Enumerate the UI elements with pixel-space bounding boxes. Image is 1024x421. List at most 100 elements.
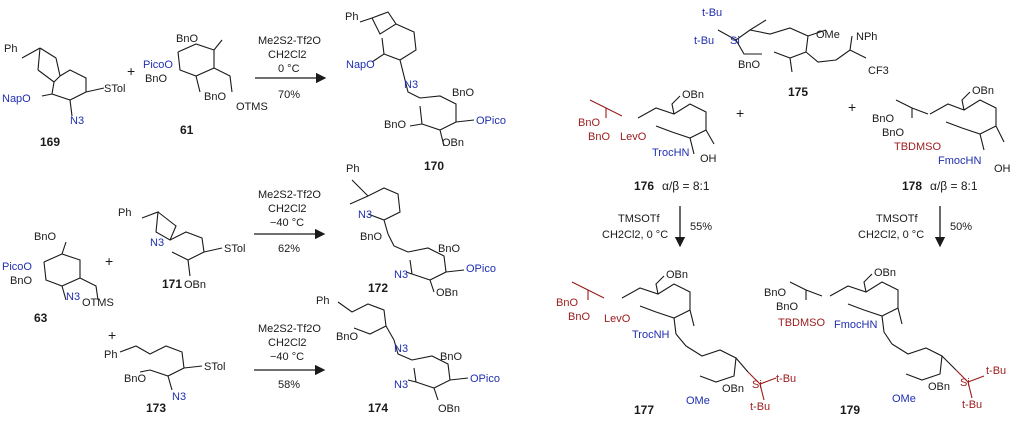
label-otms: OTMS: [236, 101, 268, 113]
label-levo: LevO: [604, 313, 631, 325]
label-si: Si: [752, 379, 762, 391]
yield-text: 62%: [278, 243, 300, 255]
compound-number: 170: [424, 159, 444, 173]
compound-61: BnO PicoO BnO BnO OTMS 61: [143, 33, 268, 137]
plus-sign: +: [108, 327, 116, 343]
compound-173: Ph BnO N3 STol 173: [104, 345, 225, 415]
label-n3: N3: [150, 237, 164, 249]
solvent-text: CH2Cl2: [268, 203, 307, 215]
label-bno: BnO: [438, 243, 460, 255]
label-bno: BnO: [124, 373, 146, 385]
label-bno: BnO: [204, 91, 226, 103]
compound-172: Ph N3 BnO BnO N3 OPico OBn 172: [346, 163, 496, 299]
label-bno: BnO: [764, 287, 786, 299]
label-tbdmso: TBDMSO: [894, 141, 942, 153]
label-n3: N3: [394, 343, 408, 355]
solvent-text: CH2Cl2: [268, 49, 307, 61]
plus-sign: +: [105, 253, 113, 269]
label-ome: OMe: [892, 393, 916, 405]
solvent-text: CH2Cl2: [268, 337, 307, 349]
label-tbu: t-Bu: [986, 365, 1006, 377]
label-n3: N3: [394, 269, 408, 281]
reaction-2-conditions: Me2S2-Tf2O CH2Cl2 −40 °C 62%: [254, 189, 326, 255]
label-ph: Ph: [316, 295, 329, 307]
label-obn: OBn: [436, 287, 458, 299]
compound-178: OBn BnO BnO TBDMSO FmocHN OH 178 α/β = 8…: [872, 85, 1011, 193]
label-napo: NapO: [2, 93, 31, 105]
reagent-text: TMSOTf: [618, 213, 660, 225]
label-bno: BnO: [776, 301, 798, 313]
compound-179: OBn BnO BnO TBDMSO FmocHN OBn OMe Si t-B…: [764, 267, 1006, 417]
label-picoo: PicoO: [2, 261, 32, 273]
label-ome: OMe: [816, 29, 840, 41]
label-otms: OTMS: [82, 297, 114, 309]
label-obn: OBn: [442, 137, 464, 149]
temperature-text: −40 °C: [270, 217, 304, 229]
reagent-text: Me2S2-Tf2O: [258, 323, 321, 335]
label-tbdmso: TBDMSO: [778, 317, 826, 329]
reagent-text: TMSOTf: [876, 213, 918, 225]
label-opico: OPico: [466, 263, 496, 275]
label-oh: OH: [700, 153, 717, 165]
plus-sign: +: [127, 63, 135, 79]
label-obn: OBn: [972, 85, 994, 97]
label-ph: Ph: [345, 11, 358, 23]
reagent-text: Me2S2-Tf2O: [258, 35, 321, 47]
label-bno: BnO: [145, 73, 167, 85]
label-ome: OMe: [686, 395, 710, 407]
label-bno: BnO: [738, 59, 760, 71]
label-obn: OBn: [184, 279, 206, 291]
label-bno: BnO: [384, 119, 406, 131]
label-bno: BnO: [176, 33, 198, 45]
label-ph: Ph: [346, 163, 359, 175]
anomer-ratio: α/β = 8:1: [662, 179, 710, 193]
label-ph: Ph: [118, 207, 131, 219]
compound-169: Ph NapO N3 STol 169: [2, 43, 125, 149]
temperature-text: 0 °C: [278, 63, 300, 75]
compound-number: 169: [40, 135, 60, 149]
yield-text: 58%: [278, 379, 300, 391]
label-picoo: PicoO: [143, 59, 173, 71]
label-n3: N3: [358, 209, 372, 221]
yield-text: 55%: [690, 221, 712, 233]
label-bno: BnO: [872, 113, 894, 125]
reaction-3-conditions: Me2S2-Tf2O CH2Cl2 −40 °C 58%: [254, 323, 326, 391]
reaction-1-conditions: Me2S2-Tf2O CH2Cl2 0 °C 70%: [255, 35, 327, 101]
label-tbu: t-Bu: [962, 399, 982, 411]
label-nph: NPh: [856, 31, 877, 43]
yield-text: 70%: [278, 89, 300, 101]
compound-175: t-Bu Si t-Bu OMe BnO NPh CF3 175: [694, 7, 889, 99]
label-ph: Ph: [4, 43, 17, 55]
label-n3: N3: [394, 379, 408, 391]
compound-number: 173: [146, 401, 166, 415]
label-bno: BnO: [556, 297, 578, 309]
label-bno: BnO: [336, 331, 358, 343]
label-si: Si: [960, 377, 970, 389]
label-levo: LevO: [620, 131, 647, 143]
label-obn: OBn: [438, 403, 460, 415]
label-trocnh: TrocNH: [632, 329, 670, 341]
anomer-ratio: α/β = 8:1: [930, 179, 978, 193]
label-bno: BnO: [882, 127, 904, 139]
label-bno: BnO: [568, 311, 590, 323]
label-bno: BnO: [588, 131, 610, 143]
label-bno: BnO: [360, 231, 382, 243]
yield-text: 50%: [950, 221, 972, 233]
compound-number: 179: [840, 403, 860, 417]
plus-sign: +: [848, 99, 856, 115]
conditions-text: CH2Cl2, 0 °C: [602, 229, 668, 241]
label-bno: BnO: [34, 231, 56, 243]
label-bno: BnO: [578, 117, 600, 129]
reagent-text: Me2S2-Tf2O: [258, 189, 321, 201]
reaction-5-conditions: TMSOTf CH2Cl2, 0 °C 50%: [858, 206, 972, 248]
label-tbu: t-Bu: [750, 401, 770, 413]
label-fmochn: FmocHN: [938, 155, 981, 167]
compound-number: 174: [368, 401, 388, 415]
label-n3: N3: [172, 391, 186, 403]
conditions-text: CH2Cl2, 0 °C: [858, 229, 924, 241]
label-bno: BnO: [10, 275, 32, 287]
label-n3: N3: [66, 291, 80, 303]
label-tbu: t-Bu: [694, 35, 714, 47]
label-obn: OBn: [928, 381, 950, 393]
label-si: Si: [730, 35, 740, 47]
